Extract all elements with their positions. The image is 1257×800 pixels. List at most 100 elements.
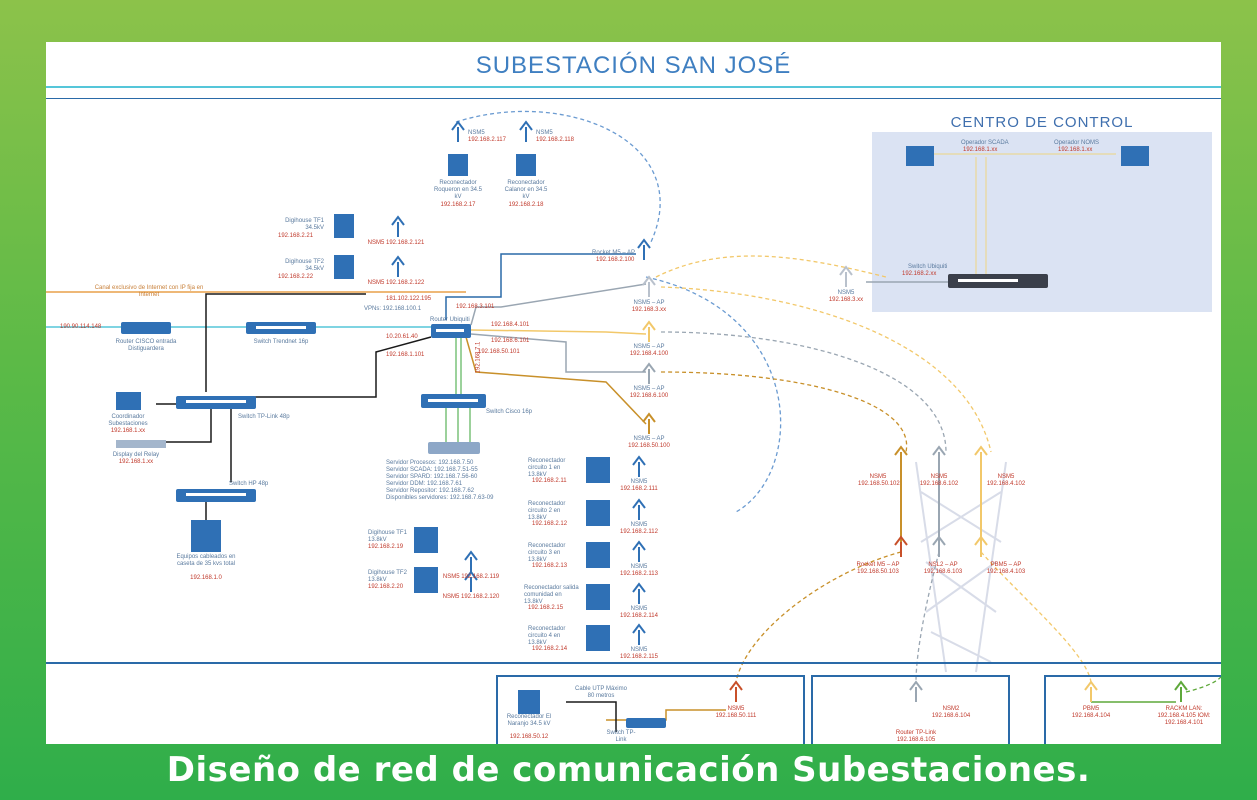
antenna-ap6-icon — [642, 362, 656, 384]
cc-switch-label: Switch Ubiquiti — [908, 264, 948, 270]
arc-core — [645, 276, 782, 513]
digi2-ip: 192.168.2.22 — [278, 274, 314, 280]
recloser-a-ip: 192.168.2.17 — [440, 202, 476, 208]
bottom-switch-label: Switch TP-Link — [606, 730, 636, 743]
arc-top — [455, 110, 661, 243]
display-ip: 192.168.1.xx — [118, 459, 154, 465]
ip-4: 192.168.4.101 — [491, 322, 530, 328]
equipos-label: Equipos cableados en caseta de 35 kvs to… — [176, 554, 236, 567]
server-line-4: Servidor DDM: 192.168.7.61 — [386, 481, 463, 487]
antenna-bottom-c-icon — [1084, 680, 1098, 702]
antenna-bottom-a-icon — [729, 680, 743, 702]
antenna-rec5-icon — [632, 623, 646, 645]
antenna-tower-50-icon — [894, 445, 908, 467]
antenna-m5-icon — [637, 238, 651, 260]
digi4-ip: 192.168.2.20 — [368, 584, 404, 590]
rec1-icon — [586, 457, 610, 483]
arc-nsl-bottom — [915, 551, 940, 683]
digi4-icon — [414, 567, 438, 593]
internet-note: Canal exclusivo de Internet con IP fija … — [94, 285, 204, 298]
cc-nsm-label: NSM5 — [837, 290, 855, 296]
antenna-ap4-icon — [642, 320, 656, 342]
noms-ip: 192.168.1.xx — [1058, 147, 1093, 153]
rec2-label: Reconectador circuito 2 en 13.8kV — [528, 501, 566, 521]
rec1-nsm: NSM5 — [630, 479, 648, 485]
digi1-label: Digihouse TF1 34.5kV — [285, 218, 324, 231]
antenna-cc-icon — [839, 265, 853, 287]
ip-50: 192.168.50.101 — [478, 349, 520, 355]
arc-cc — [655, 255, 887, 278]
rec4-label: Reconectador salida comunidad en 13.8kV — [524, 585, 579, 605]
tower-50-label: NSM5 192.168.50.102 — [858, 474, 900, 487]
rec1-nsm-ip: 192.168.2.111 — [620, 486, 658, 492]
equipos-ip: 192.168.1.0 — [190, 575, 222, 581]
cc-nsm-ip: 192.168.3.xx — [828, 297, 864, 303]
noms-pc-icon — [1121, 146, 1149, 166]
bottom-box-3 — [1044, 675, 1221, 744]
ap50-label: NSM5 – AP — [633, 436, 665, 442]
bottom-pbm5-label: PBM5 192.168.4.104 — [1071, 706, 1111, 719]
rec5-label: Reconectador circuito 4 en 13.8kV — [528, 626, 566, 646]
nsm117-ip: 192.168.2.117 — [468, 137, 506, 143]
coord-ip: 192.168.1.xx — [110, 428, 146, 434]
digi2-label: Digihouse TF2 34.5kV — [285, 259, 324, 272]
ap3-ip: 192.168.3.xx — [631, 307, 667, 313]
rec3-icon — [586, 542, 610, 568]
rec2-nsm: NSM5 — [630, 522, 648, 528]
rec5-icon — [586, 625, 610, 651]
arc-pbm-bottom — [980, 551, 1092, 683]
rec2-ip: 192.168.2.12 — [532, 521, 568, 527]
server-list: Servidor Procesos: 192.168.7.50 Servidor… — [386, 460, 493, 502]
noms-label: Operador NOMS — [1054, 140, 1100, 146]
tower-6-label: NSM5 192.168.6.102 — [919, 474, 959, 487]
recloser-a-label: Reconectador Roqueron en 34.5 kV — [433, 180, 483, 200]
router-to-ap4 — [470, 329, 647, 335]
rec3-label: Reconectador circuito 3 en 13.8kV — [528, 543, 566, 563]
diagram-frame: SUBESTACIÓN SAN JOSÉ CENTRO DE CONTROL — [46, 42, 1221, 744]
antenna-nsm118-icon — [519, 120, 533, 142]
antenna-digi4-icon — [464, 570, 478, 592]
nsm118-label: NSM5 — [536, 130, 553, 136]
antenna-bottom-b-icon — [909, 680, 923, 702]
router-label: Router Ubiquiti — [430, 317, 470, 323]
coord-label: Coordinador Subestaciones — [108, 414, 148, 427]
nsm118-ip: 192.168.2.118 — [536, 137, 574, 143]
router-to-m5 — [445, 253, 636, 320]
arc-green — [1185, 676, 1221, 693]
scada-label: Operador SCADA — [961, 140, 1009, 146]
router-to-ap50 — [465, 336, 647, 425]
display-label: Display del Relay — [112, 452, 160, 458]
ap6-ip: 192.168.6.100 — [629, 393, 669, 399]
antenna-ap3-icon — [642, 275, 656, 297]
page-title: SUBESTACIÓN SAN JOSÉ — [475, 52, 792, 79]
antenna-nsl2-icon — [932, 535, 946, 557]
rec3-nsm: NSM5 — [630, 564, 648, 570]
control-center-title: CENTRO DE CONTROL — [950, 114, 1134, 131]
nsm119-label: NSM5 192.168.2.119 — [442, 574, 500, 580]
digi2-icon — [334, 255, 354, 279]
ap6-label: NSM5 – AP — [633, 386, 665, 392]
rec5-ip: 192.168.2.14 — [532, 646, 568, 652]
router-to-ap3 — [470, 283, 647, 326]
bottom-box-2 — [811, 675, 1010, 744]
m5-label: Rocket M5 – AP — [592, 250, 636, 256]
coord-pc-icon — [116, 392, 141, 410]
cisco-label: Router CISCO entrada Distiguardera — [115, 339, 177, 352]
caption: Diseño de red de comunicación Subestacio… — [166, 750, 1091, 790]
digi1-icon — [334, 214, 354, 238]
server-line-1: Servidor Procesos: 192.168.7.50 — [386, 460, 474, 466]
arc-ap4 — [660, 331, 947, 453]
bottom-nsm111-label: NSM5 192.168.50.111 — [715, 706, 757, 719]
antenna-pbm5-icon — [974, 535, 988, 557]
rocket50-label: Rocket M5 – AP 192.168.50.103 — [856, 562, 900, 575]
nsl2-label: NSL2 – AP 192.168.6.103 — [923, 562, 963, 575]
bottom-nsm2-label: NSM2 192.168.6.104 — [931, 706, 971, 719]
server-line-6: Disponibles servidores: 192.168.7.63-09 — [386, 495, 494, 501]
bottom-rec-ip: 192.168.50.12 — [509, 734, 549, 740]
server-line-2: Servidor SCADA: 192.168.7.51-55 — [386, 467, 478, 473]
rec1-label: Reconectador circuito 1 en 13.8kV — [528, 458, 566, 478]
rec2-icon — [586, 500, 610, 526]
ip-6: 192.168.6.101 — [491, 338, 530, 344]
recloser-b-icon — [516, 154, 536, 176]
cc-switch-ip: 192.168.2.xx — [902, 271, 937, 277]
